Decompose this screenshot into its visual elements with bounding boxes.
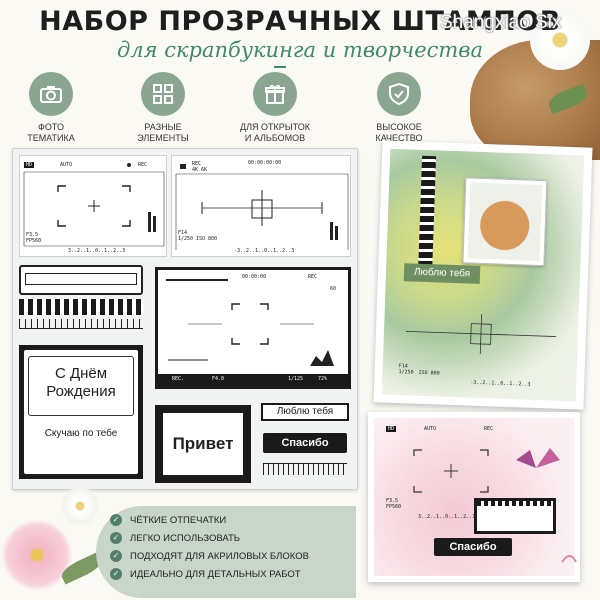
- love-you-stamp: Люблю тебя: [261, 403, 349, 421]
- camera-icon: [29, 72, 73, 116]
- birthday-line1: С Днём: [54, 365, 108, 382]
- benefit-item: ✓ ЛЕГКО ИСПОЛЬЗОВАТЬ: [110, 529, 309, 547]
- check-icon: ✓: [110, 514, 122, 526]
- benefit-text: ПОДХОДЯТ ДЛЯ АКРИЛОВЫХ БЛОКОВ: [130, 550, 309, 562]
- timecode: 00:00:00:00: [248, 160, 282, 166]
- benefit-text: ИДЕАЛЬНО ДЛЯ ДЕТАЛЬНЫХ РАБОТ: [130, 568, 301, 580]
- feature-label: ТЕМАТИКА: [27, 133, 75, 143]
- hd-badge: HD: [24, 162, 35, 168]
- feature-label: ФОТО: [38, 122, 64, 132]
- exposure-scale: -3..2..1..0..1..2..3: [234, 248, 295, 254]
- auto-label: AUTO: [424, 426, 437, 432]
- thanks-stamp: Спасибо: [263, 433, 347, 453]
- check-icon: ✓: [110, 568, 122, 580]
- bottom-rec: REC.: [172, 376, 185, 382]
- iso-text: ISO 800: [196, 236, 218, 242]
- page-subtitle: для скрапбукинга и творчества: [116, 38, 484, 62]
- subtitle-ornament: [274, 66, 286, 68]
- bottom-battery: 72%: [318, 376, 328, 382]
- gift-icon: [253, 72, 297, 116]
- timecode: 00:00:00: [242, 274, 267, 280]
- fps-label: 60: [330, 286, 337, 292]
- benefit-item: ✓ ИДЕАЛЬНО ДЛЯ ДЕТАЛЬНЫХ РАБОТ: [110, 565, 309, 583]
- check-icon: ✓: [110, 532, 122, 544]
- aperture-text: F3.5: [26, 232, 39, 238]
- feature-label: ЭЛЕМЕНТЫ: [137, 133, 189, 143]
- auto-label: AUTO: [60, 162, 73, 168]
- film-frame: [474, 498, 556, 534]
- love-label: Люблю тебя: [403, 263, 481, 284]
- check-icon: ✓: [110, 550, 122, 562]
- thanks-label: Спасибо: [434, 538, 512, 556]
- bottom-aperture: F4.0: [212, 376, 225, 382]
- ruler-stamp: [19, 319, 143, 329]
- feature-label: ВЫСОКОЕ: [376, 122, 422, 132]
- hello-text: Привет: [163, 413, 243, 475]
- aperture-text: F14: [178, 230, 188, 236]
- hd-badge: HD: [386, 426, 397, 432]
- feature-label: РАЗНЫЕ: [144, 122, 182, 132]
- stamp-sheet: HD AUTO REC F3.5 FP560 3..2..1..0..1..2.…: [12, 148, 358, 490]
- rec-label: REC: [484, 426, 494, 432]
- feature-label: КАЧЕСТВО: [375, 133, 423, 143]
- pink-flower: [2, 520, 72, 590]
- benefit-item: ✓ ПОДХОДЯТ ДЛЯ АКРИЛОВЫХ БЛОКОВ: [110, 547, 309, 565]
- viewfinder-frame-lines: [23, 163, 165, 247]
- white-flower: [530, 10, 590, 70]
- grid-icon: [141, 72, 185, 116]
- miss-you-text: Скучаю по тебе: [44, 428, 118, 439]
- ruler-stamp-2: [263, 463, 347, 475]
- viewfinder-frame-lines: [175, 164, 349, 250]
- benefit-text: ЛЕГКО ИСПОЛЬЗОВАТЬ: [130, 532, 241, 544]
- viewfinder-print: [405, 313, 556, 354]
- example-card-thanks: HD AUTO REC F3.5 FP560 3..2..1..0..1..2.…: [368, 412, 580, 582]
- exposure-scale: 3..2..1..0..1..2..3: [68, 248, 126, 254]
- film-strip-stamp: [19, 265, 143, 295]
- viewfinder-stamp-2: REC 4K 6K 00:00:00:00 F14 1/250 ISO 800 …: [171, 155, 351, 257]
- bottom-shutter: 1/125: [288, 376, 304, 382]
- viewfinder-print: [413, 448, 577, 563]
- birthday-line2: Рождения: [46, 383, 116, 400]
- shutter-text: 1/250: [178, 236, 194, 242]
- fp-text: FP560: [26, 238, 42, 244]
- white-flower-small: [60, 486, 100, 526]
- benefits-panel: ✓ ЧЁТКИЕ ОТПЕЧАТКИ ✓ ЛЕГКО ИСПОЛЬЗОВАТЬ ✓ П…: [96, 506, 356, 598]
- viewfinder-frame-lines: [158, 279, 348, 386]
- shutter-text: 1/250: [398, 369, 414, 376]
- benefit-text: ЧЁТКИЕ ОТПЕЧАТКИ: [130, 514, 227, 526]
- rec-label: REC: [138, 162, 148, 168]
- feature-label: ДЛЯ ОТКРЫТОК: [239, 122, 311, 132]
- cat-photo: [462, 177, 548, 267]
- hello-stamp: Привет: [155, 405, 251, 483]
- viewfinder-stamp-3: 00:00:00 REC 60 REC. F4.0 1/125 72%: [155, 267, 351, 389]
- fp-text: FP560: [386, 504, 402, 510]
- page-title: НАБОР ПРОЗРАЧНЫХ ШТАМПОВ: [39, 6, 561, 37]
- brand-watermark: Shangxiao Six: [440, 12, 562, 33]
- example-card-love: Люблю тебя F14 1/250 ISO 800 -3..2..1..0…: [373, 140, 593, 410]
- shield-check-icon: [377, 72, 421, 116]
- benefit-item: ✓ ЧЁТКИЕ ОТПЕЧАТКИ: [110, 511, 309, 529]
- iso-text: ISO 800: [418, 369, 440, 377]
- film-perforation-stamp: [19, 299, 143, 315]
- feature-label: И АЛЬБОМОВ: [244, 133, 306, 143]
- viewfinder-stamp-1: HD AUTO REC F3.5 FP560 3..2..1..0..1..2.…: [19, 155, 167, 257]
- exposure-scale: 3..2..1..0..1..2..3: [418, 514, 476, 520]
- aperture-text: F3.5: [386, 498, 399, 504]
- rec-label: REC: [308, 274, 318, 280]
- rec-label: REC: [192, 161, 202, 167]
- resolution-label: 4K 6K: [192, 167, 208, 173]
